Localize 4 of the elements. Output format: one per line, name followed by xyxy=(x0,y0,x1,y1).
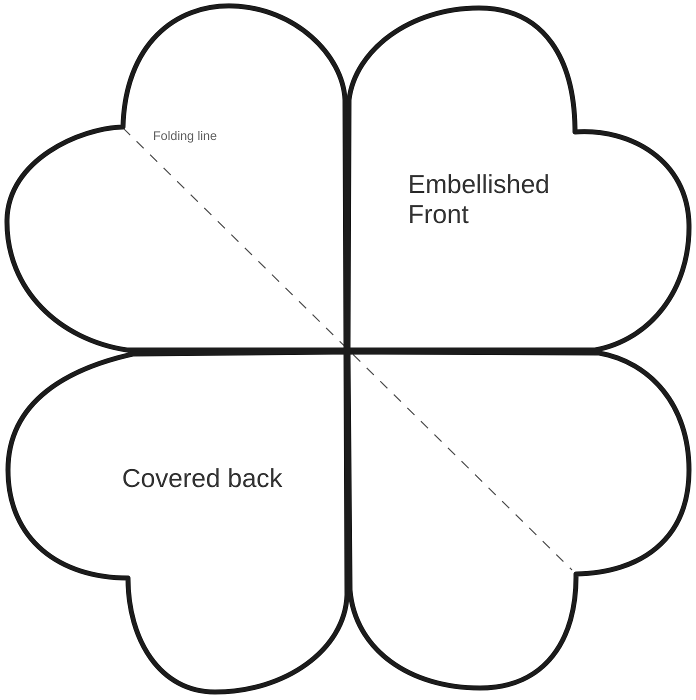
fold-line-label: Folding line xyxy=(153,129,217,144)
heart-shape xyxy=(345,3,694,354)
heart-label: Covered back xyxy=(122,463,282,493)
heart-label: Embellished Front xyxy=(408,169,551,229)
